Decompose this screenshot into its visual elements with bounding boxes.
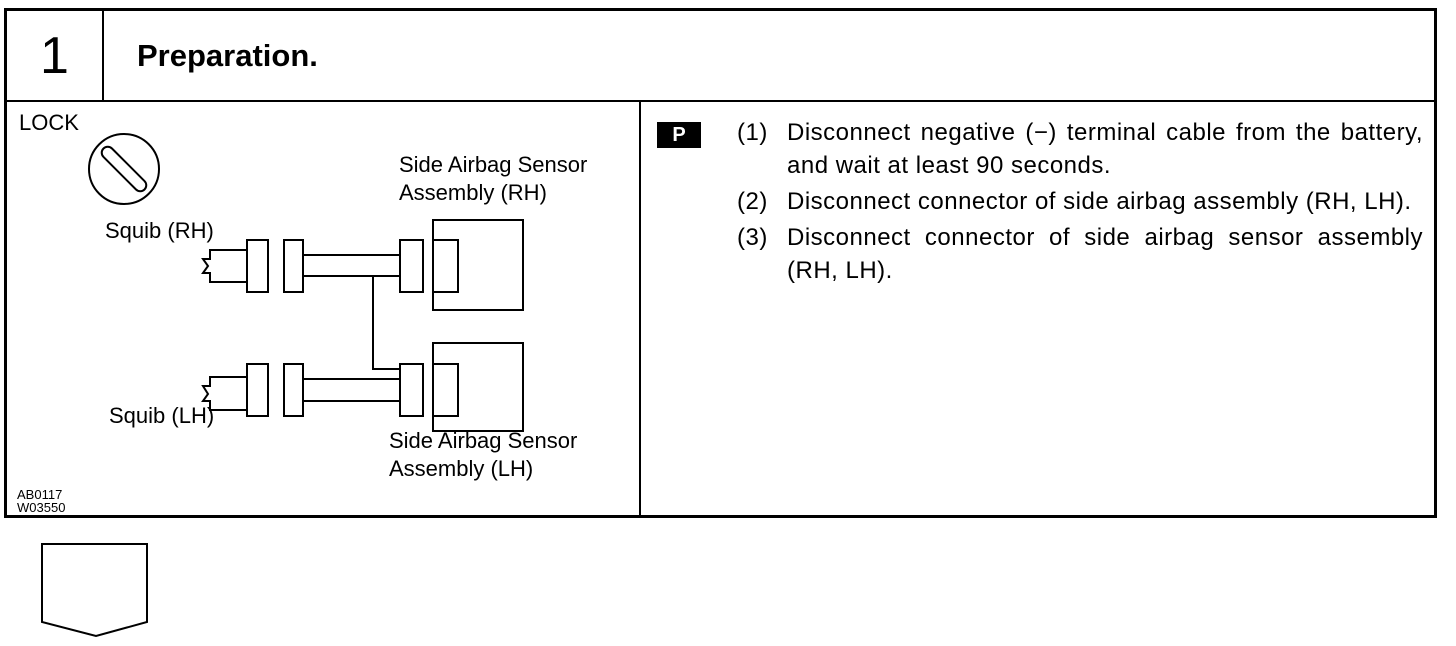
sensor-lh-assembly [399, 342, 524, 432]
sensor-link-wire [372, 275, 400, 370]
instruction-item: (3) Disconnect connector of side airbag … [737, 221, 1423, 287]
sensor-rh-assembly [399, 219, 524, 311]
instructions-panel: P (1) Disconnect negative (−) terminal c… [641, 102, 1434, 515]
step-title: Preparation. [137, 38, 318, 73]
instruction-number: (3) [737, 224, 768, 251]
instruction-number: (1) [737, 119, 768, 146]
precaution-badge: P [657, 122, 701, 148]
figure-code-2: W03550 [17, 500, 66, 515]
squib-rh-connector [201, 239, 400, 293]
sensor-rh-label-line1: Side Airbag Sensor [399, 152, 588, 177]
instruction-list: (1) Disconnect negative (−) terminal cab… [737, 116, 1423, 290]
wiring-illustration: LOCK Side Airbag Sensor Assembly (RH) Sq… [7, 102, 641, 515]
squib-rh-label: Squib (RH) [105, 218, 214, 243]
sensor-lh-label-line2: Assembly (LH) [389, 456, 534, 481]
instruction-text: Disconnect negative (−) terminal cable f… [787, 119, 1423, 179]
figure-code-1: AB0117 [17, 487, 63, 502]
squib-lh-label: Squib (LH) [109, 403, 215, 428]
instruction-item: (1) Disconnect negative (−) terminal cab… [737, 116, 1423, 182]
instruction-item: (2) Disconnect connector of side airbag … [737, 185, 1423, 218]
lock-label: LOCK [19, 110, 79, 135]
next-step-tab-icon [41, 543, 148, 638]
ignition-lock-icon [88, 133, 160, 205]
wiring-diagram [88, 133, 524, 432]
sensor-lh-label-line1: Side Airbag Sensor [389, 428, 578, 453]
step-header: 1 Preparation. [7, 11, 1434, 102]
step-number: 1 [7, 11, 104, 100]
procedure-frame: 1 Preparation. [4, 8, 1437, 518]
instruction-number: (2) [737, 188, 768, 215]
instruction-text: Disconnect connector of side airbag asse… [787, 188, 1412, 215]
sensor-rh-label-line2: Assembly (RH) [399, 180, 547, 205]
instruction-text: Disconnect connector of side airbag sens… [787, 224, 1423, 284]
squib-lh-connector [201, 363, 400, 417]
